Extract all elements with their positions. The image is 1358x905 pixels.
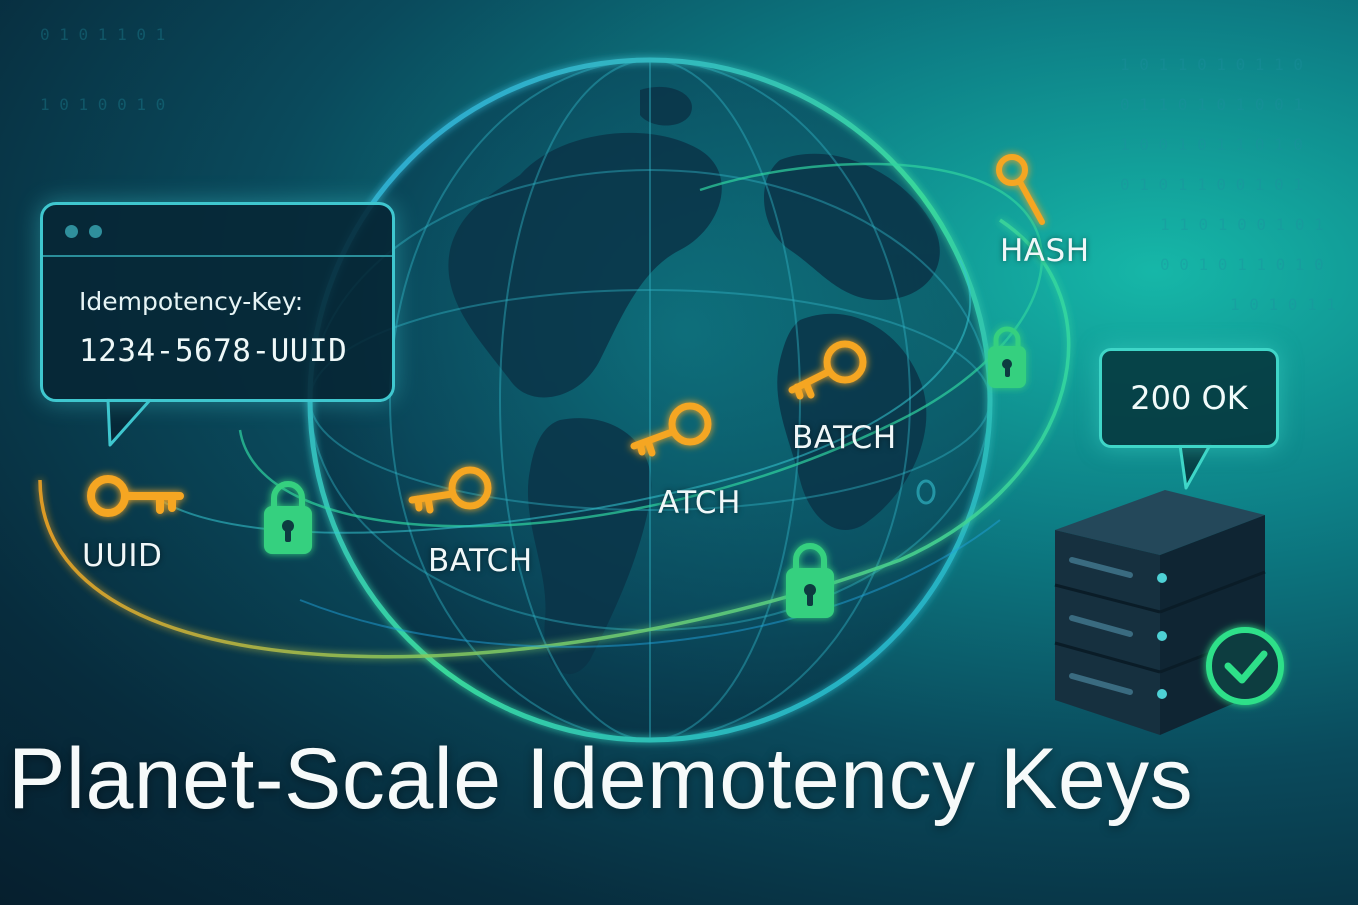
- status-tail: [1178, 443, 1212, 490]
- callout-titlebar: [43, 205, 392, 257]
- globe-icon: [307, 57, 993, 743]
- orbit-rings: [38, 162, 1071, 659]
- check-icon: [1206, 627, 1284, 705]
- uuid-label: UUID: [82, 538, 163, 574]
- window-dot: [89, 225, 102, 238]
- svg-text:0 1 0 1 1 0 0 1 0 1: 0 1 0 1 1 0 0 1 0 1: [1120, 175, 1303, 194]
- binary-pattern: 1 0 1 1 0 1 0 1 1 0 0 1 1 0 1 0 1 0 0 1 …: [40, 25, 1336, 314]
- window-dot: [65, 225, 78, 238]
- callout-tail: [106, 398, 152, 447]
- key-icon: [87, 475, 184, 517]
- svg-text:1 0 1 0 0 1 0: 1 0 1 0 0 1 0: [40, 95, 165, 114]
- batch-label: BATCH: [428, 543, 533, 579]
- lock-icon: [264, 481, 312, 554]
- svg-text:0 1 1 0 1 0 1 0 0 1: 0 1 1 0 1 0 1 0 0 1: [1120, 95, 1303, 114]
- svg-text:1 0 1 1 0 1 0 1 1 0: 1 0 1 1 0 1 0 1 1 0: [1120, 55, 1303, 74]
- hash-label: HASH: [1000, 233, 1090, 269]
- svg-text:1 0 0 1 0 1 1 0 1 0: 1 0 0 1 0 1 1 0 1 0: [1120, 135, 1303, 154]
- atch-label: ATCH: [658, 485, 741, 521]
- status-response-box: 200 OK: [1099, 348, 1279, 448]
- key-icon: [408, 466, 492, 514]
- batch-label-2: BATCH: [792, 420, 897, 456]
- page-title: Planet-Scale Idemotency Keys: [8, 731, 1194, 827]
- idempotency-key-value: 1234-5678-UUID: [79, 333, 348, 369]
- svg-text:0 0 1 0 1 1 0 1 0: 0 0 1 0 1 1 0 1 0: [1160, 255, 1324, 274]
- key-icon: [996, 154, 1045, 225]
- svg-text:1 1 0 1 0 0 1 0 1: 1 1 0 1 0 0 1 0 1: [1160, 215, 1324, 234]
- svg-text:0 1 0 1 1 0 1: 0 1 0 1 1 0 1: [40, 25, 165, 44]
- svg-text:1 0 1 0 1 1: 1 0 1 0 1 1: [1230, 295, 1336, 314]
- lock-icon: [988, 326, 1026, 388]
- key-icon: [630, 402, 712, 457]
- key-icon: [788, 340, 867, 400]
- idempotency-key-label: Idempotency-Key:: [79, 287, 304, 316]
- lock-icon: [786, 543, 834, 618]
- idempotency-key-callout: Idempotency-Key: 1234-5678-UUID: [40, 202, 395, 402]
